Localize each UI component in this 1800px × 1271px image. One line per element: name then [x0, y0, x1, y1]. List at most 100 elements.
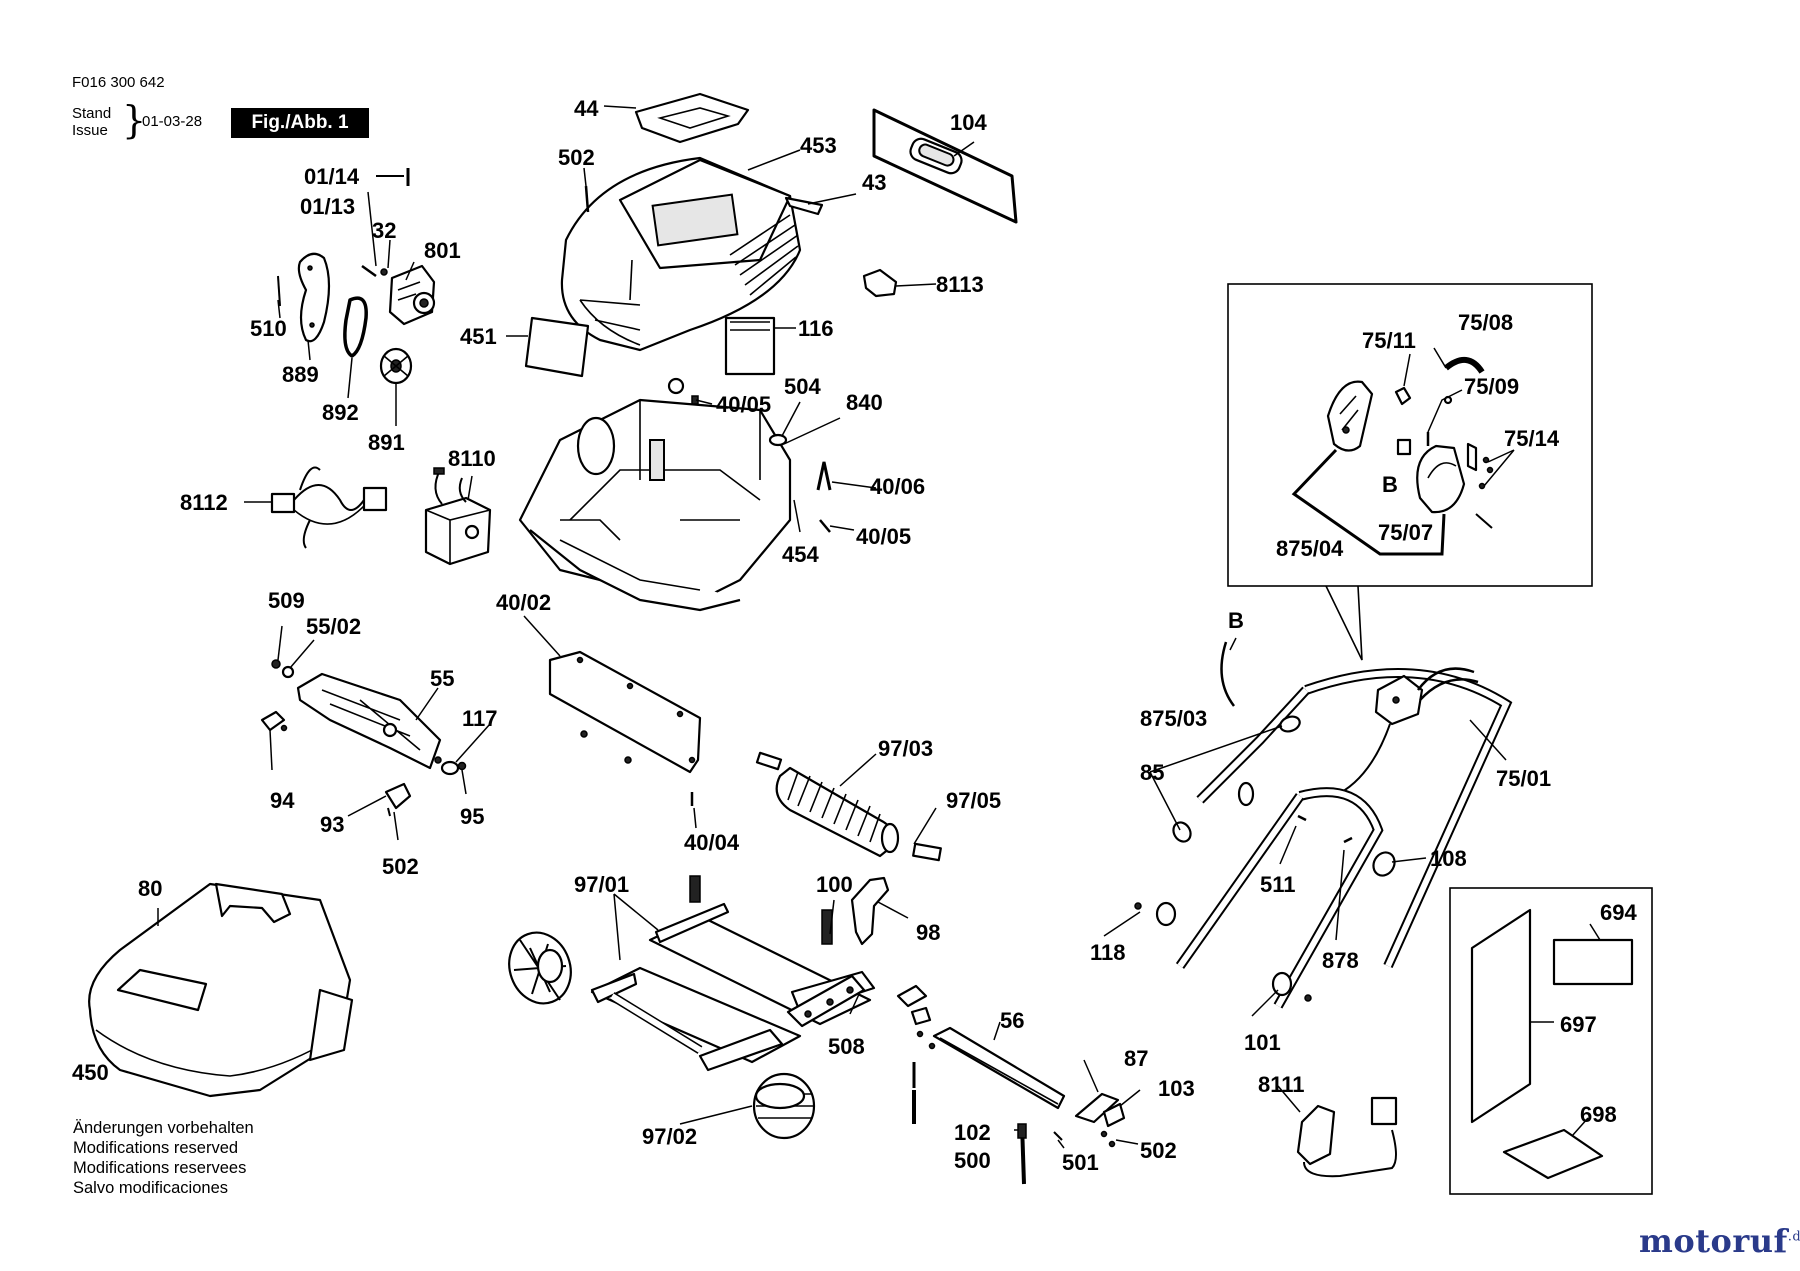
part-number-label: 878 [1322, 948, 1359, 973]
part-number-label: 100 [816, 872, 853, 897]
flap-40-02 [548, 650, 702, 774]
part-number-label: 55 [430, 666, 454, 691]
pin-01-14 [376, 168, 410, 186]
part-number-label: 85 [1140, 760, 1164, 785]
part-number-label: 01/14 [304, 164, 360, 189]
part-number-label: 93 [320, 812, 344, 837]
part-number-label: 108 [1430, 846, 1467, 871]
part-number-label: 504 [784, 374, 821, 399]
part-number-label: 75/14 [1504, 426, 1560, 451]
note-es: Salvo modificaciones [73, 1179, 228, 1197]
part-number-label: 56 [1000, 1008, 1024, 1033]
leaflet-698 [1502, 1128, 1604, 1180]
part-number-label: 97/01 [574, 872, 629, 897]
pin-97-05 [912, 842, 942, 862]
lever-55 [296, 672, 442, 770]
cable-875-03 [1220, 641, 1235, 707]
modifications-note: Änderungen vorbehalten Modifications res… [73, 1118, 254, 1198]
part-number-label: 80 [138, 876, 162, 901]
part-number-label: 97/02 [642, 1124, 697, 1149]
watermark-logo: motoruf.de [1639, 1222, 1800, 1260]
watermark-text: motoruf [1639, 1222, 1788, 1260]
belt-892 [343, 296, 368, 358]
pins-01-13 [361, 264, 388, 278]
side-panel-104 [872, 108, 1018, 224]
clip-upper-left [896, 984, 936, 1050]
part-number-label: 694 [1600, 900, 1637, 925]
part-number-label: 8110 [448, 446, 496, 471]
roller-97-03 [775, 766, 900, 858]
lower-housing-454 [518, 398, 792, 612]
part-number-label: 8112 [180, 490, 228, 515]
part-number-label: 500 [954, 1148, 991, 1173]
part-number-label: 103 [1158, 1076, 1195, 1101]
lever-75-08 [1444, 357, 1485, 374]
spring-40-06 [816, 461, 832, 491]
part-number-label: 75/01 [1496, 766, 1551, 791]
battery-8110 [424, 467, 492, 566]
detail-pointer [1325, 585, 1363, 661]
charger-8111 [1296, 1096, 1398, 1178]
manual-697 [1470, 908, 1532, 1124]
knob-118 [1134, 901, 1177, 927]
part-number-label: 95 [460, 804, 484, 829]
part-number-label: 101 [1244, 1030, 1281, 1055]
part-number-label: 891 [368, 430, 405, 455]
part-number-label: 01/13 [300, 194, 355, 219]
part-number-label: 40/02 [496, 590, 551, 615]
issue-label: Issue [72, 122, 108, 139]
part-B-detail [1396, 438, 1412, 456]
leader-lines [157, 105, 1601, 1149]
wheel-97-02 [752, 1072, 816, 1140]
cover-plate-44 [634, 92, 750, 144]
upper-housing-453 [560, 156, 802, 352]
bracket-94 [260, 710, 288, 732]
handle-98 [850, 876, 890, 946]
grass-box-80 [88, 882, 354, 1098]
blade-holder-87 [1074, 1092, 1120, 1124]
switch-housing-left [1326, 380, 1374, 452]
part-number-label: 102 [954, 1120, 991, 1145]
nut-40-05-top [667, 377, 699, 405]
gasket-889 [297, 252, 331, 343]
part-number-label: B [1228, 608, 1244, 633]
washer-55-02 [281, 665, 295, 679]
cable-875-04 [1291, 448, 1446, 556]
stand-label: Stand [72, 105, 112, 122]
part-number-label: 87 [1124, 1046, 1148, 1071]
part-number-label: 40/06 [870, 474, 925, 499]
spring-97-01 [689, 875, 701, 903]
part-number-label: 40/05 [716, 392, 771, 417]
screw-40-04 [580, 730, 694, 806]
part-number-label: 117 [462, 706, 498, 731]
pulley-891 [379, 347, 413, 385]
screws-75-14 [1466, 442, 1494, 529]
part-number-label: 502 [1140, 1138, 1177, 1163]
pin-97-03-left [755, 751, 783, 771]
part-number-label: 104 [950, 110, 987, 135]
part-number-label: 698 [1580, 1102, 1617, 1127]
part-number-label: 40/05 [856, 524, 911, 549]
blade-56 [932, 1026, 1066, 1110]
part-number-label: 453 [800, 133, 837, 158]
stand-issue-label: Stand Issue [72, 105, 111, 139]
part-number-label: B [1382, 472, 1398, 497]
note-en: Modifications reserved [73, 1139, 239, 1157]
clip-103 [1100, 1102, 1126, 1148]
note-de: Änderungen vorbehalten [73, 1119, 254, 1137]
part-number-label: 502 [558, 145, 595, 170]
part-number-label: 509 [268, 588, 305, 613]
nut-40-05-lower [819, 519, 831, 533]
part-number-label: 510 [250, 316, 287, 341]
screw-501 [1053, 1131, 1063, 1141]
docs-box [1449, 887, 1653, 1195]
part-number-label: 450 [72, 1060, 109, 1085]
part-number-label: 511 [1260, 872, 1296, 897]
motor-801 [388, 264, 436, 326]
switch-box-8112 [270, 466, 388, 549]
part-number-label: 501 [1062, 1150, 1099, 1175]
part-number-label: 44 [574, 96, 599, 121]
brace-glyph: } [122, 98, 147, 142]
